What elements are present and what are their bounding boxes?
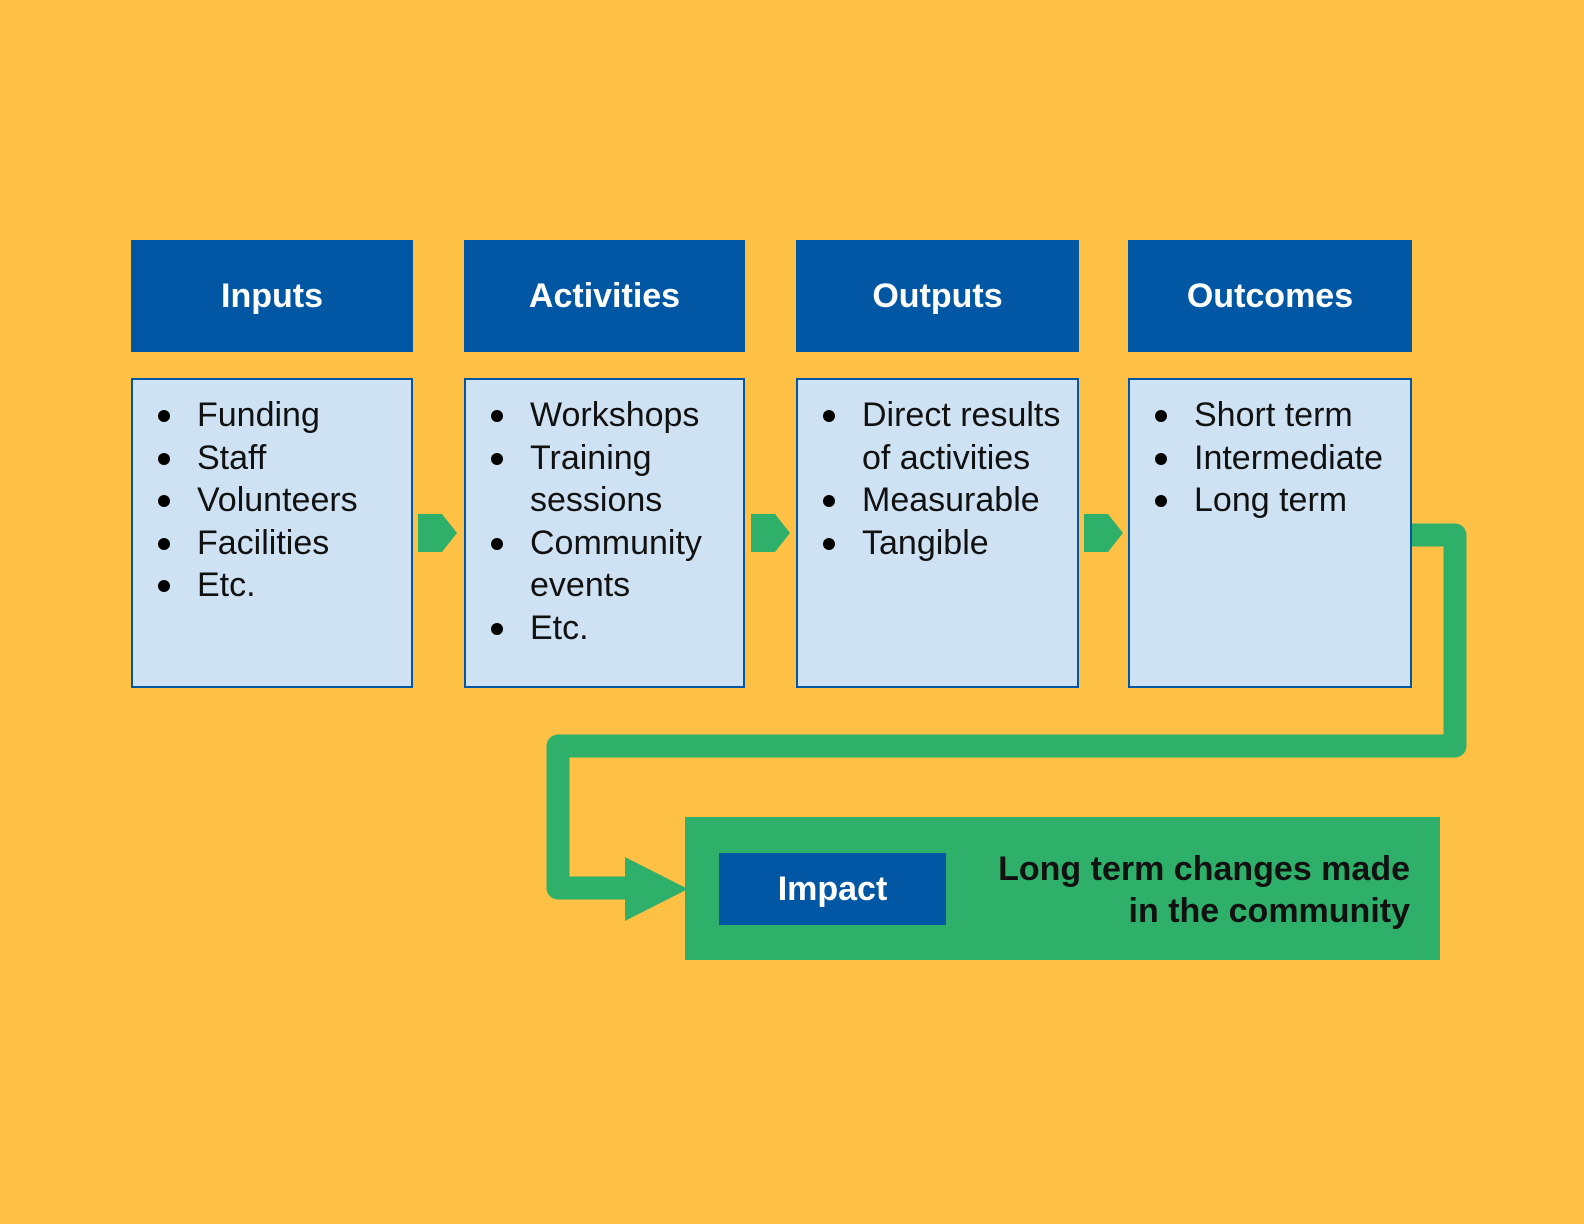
column-header-outputs: Outputs bbox=[796, 240, 1079, 352]
column-body-inputs: Funding Staff Volunteers Facilities Etc. bbox=[131, 378, 413, 688]
connector-line bbox=[546, 523, 1467, 900]
impact-description: Long term changes made in the community bbox=[998, 850, 1410, 930]
list-item: Facilities bbox=[153, 522, 403, 565]
chevron-right-icon bbox=[1084, 514, 1123, 552]
column-body-outputs: Direct results of activities Measurable … bbox=[796, 378, 1079, 688]
list-item: Volunteers bbox=[153, 479, 403, 522]
column-title: Inputs bbox=[221, 276, 323, 315]
column-title: Outcomes bbox=[1186, 276, 1354, 315]
bullet-list: Workshops Training sessions Community ev… bbox=[486, 394, 735, 649]
list-item: Etc. bbox=[486, 607, 735, 650]
column-title: Activities bbox=[528, 276, 681, 315]
column-body-activities: Workshops Training sessions Community ev… bbox=[464, 378, 745, 688]
list-item: Workshops bbox=[486, 394, 735, 437]
column-body-outcomes: Short term Intermediate Long term bbox=[1128, 378, 1412, 688]
column-header-outcomes: Outcomes bbox=[1128, 240, 1412, 352]
impact-label: Impact bbox=[777, 869, 888, 908]
list-item: Intermediate bbox=[1150, 437, 1402, 480]
column-title: Outputs bbox=[872, 276, 1003, 315]
chevron-right-icon bbox=[751, 514, 790, 552]
list-item: Tangible bbox=[818, 522, 1069, 565]
list-item: Measurable bbox=[818, 479, 1069, 522]
list-item: Etc. bbox=[153, 564, 403, 607]
impact-label-box: Impact bbox=[719, 853, 946, 925]
column-header-inputs: Inputs bbox=[131, 240, 413, 352]
list-item: Funding bbox=[153, 394, 403, 437]
list-item: Direct results of activities bbox=[818, 394, 1069, 479]
bullet-list: Direct results of activities Measurable … bbox=[818, 394, 1069, 564]
list-item: Staff bbox=[153, 437, 403, 480]
bullet-list: Short term Intermediate Long term bbox=[1150, 394, 1402, 522]
bullet-list: Funding Staff Volunteers Facilities Etc. bbox=[153, 394, 403, 607]
list-item: Community events bbox=[486, 522, 735, 607]
list-item: Training sessions bbox=[486, 437, 735, 522]
arrow-right-icon bbox=[625, 857, 688, 921]
list-item: Long term bbox=[1150, 479, 1402, 522]
column-header-activities: Activities bbox=[464, 240, 745, 352]
list-item: Short term bbox=[1150, 394, 1402, 437]
chevron-right-icon bbox=[418, 514, 457, 552]
